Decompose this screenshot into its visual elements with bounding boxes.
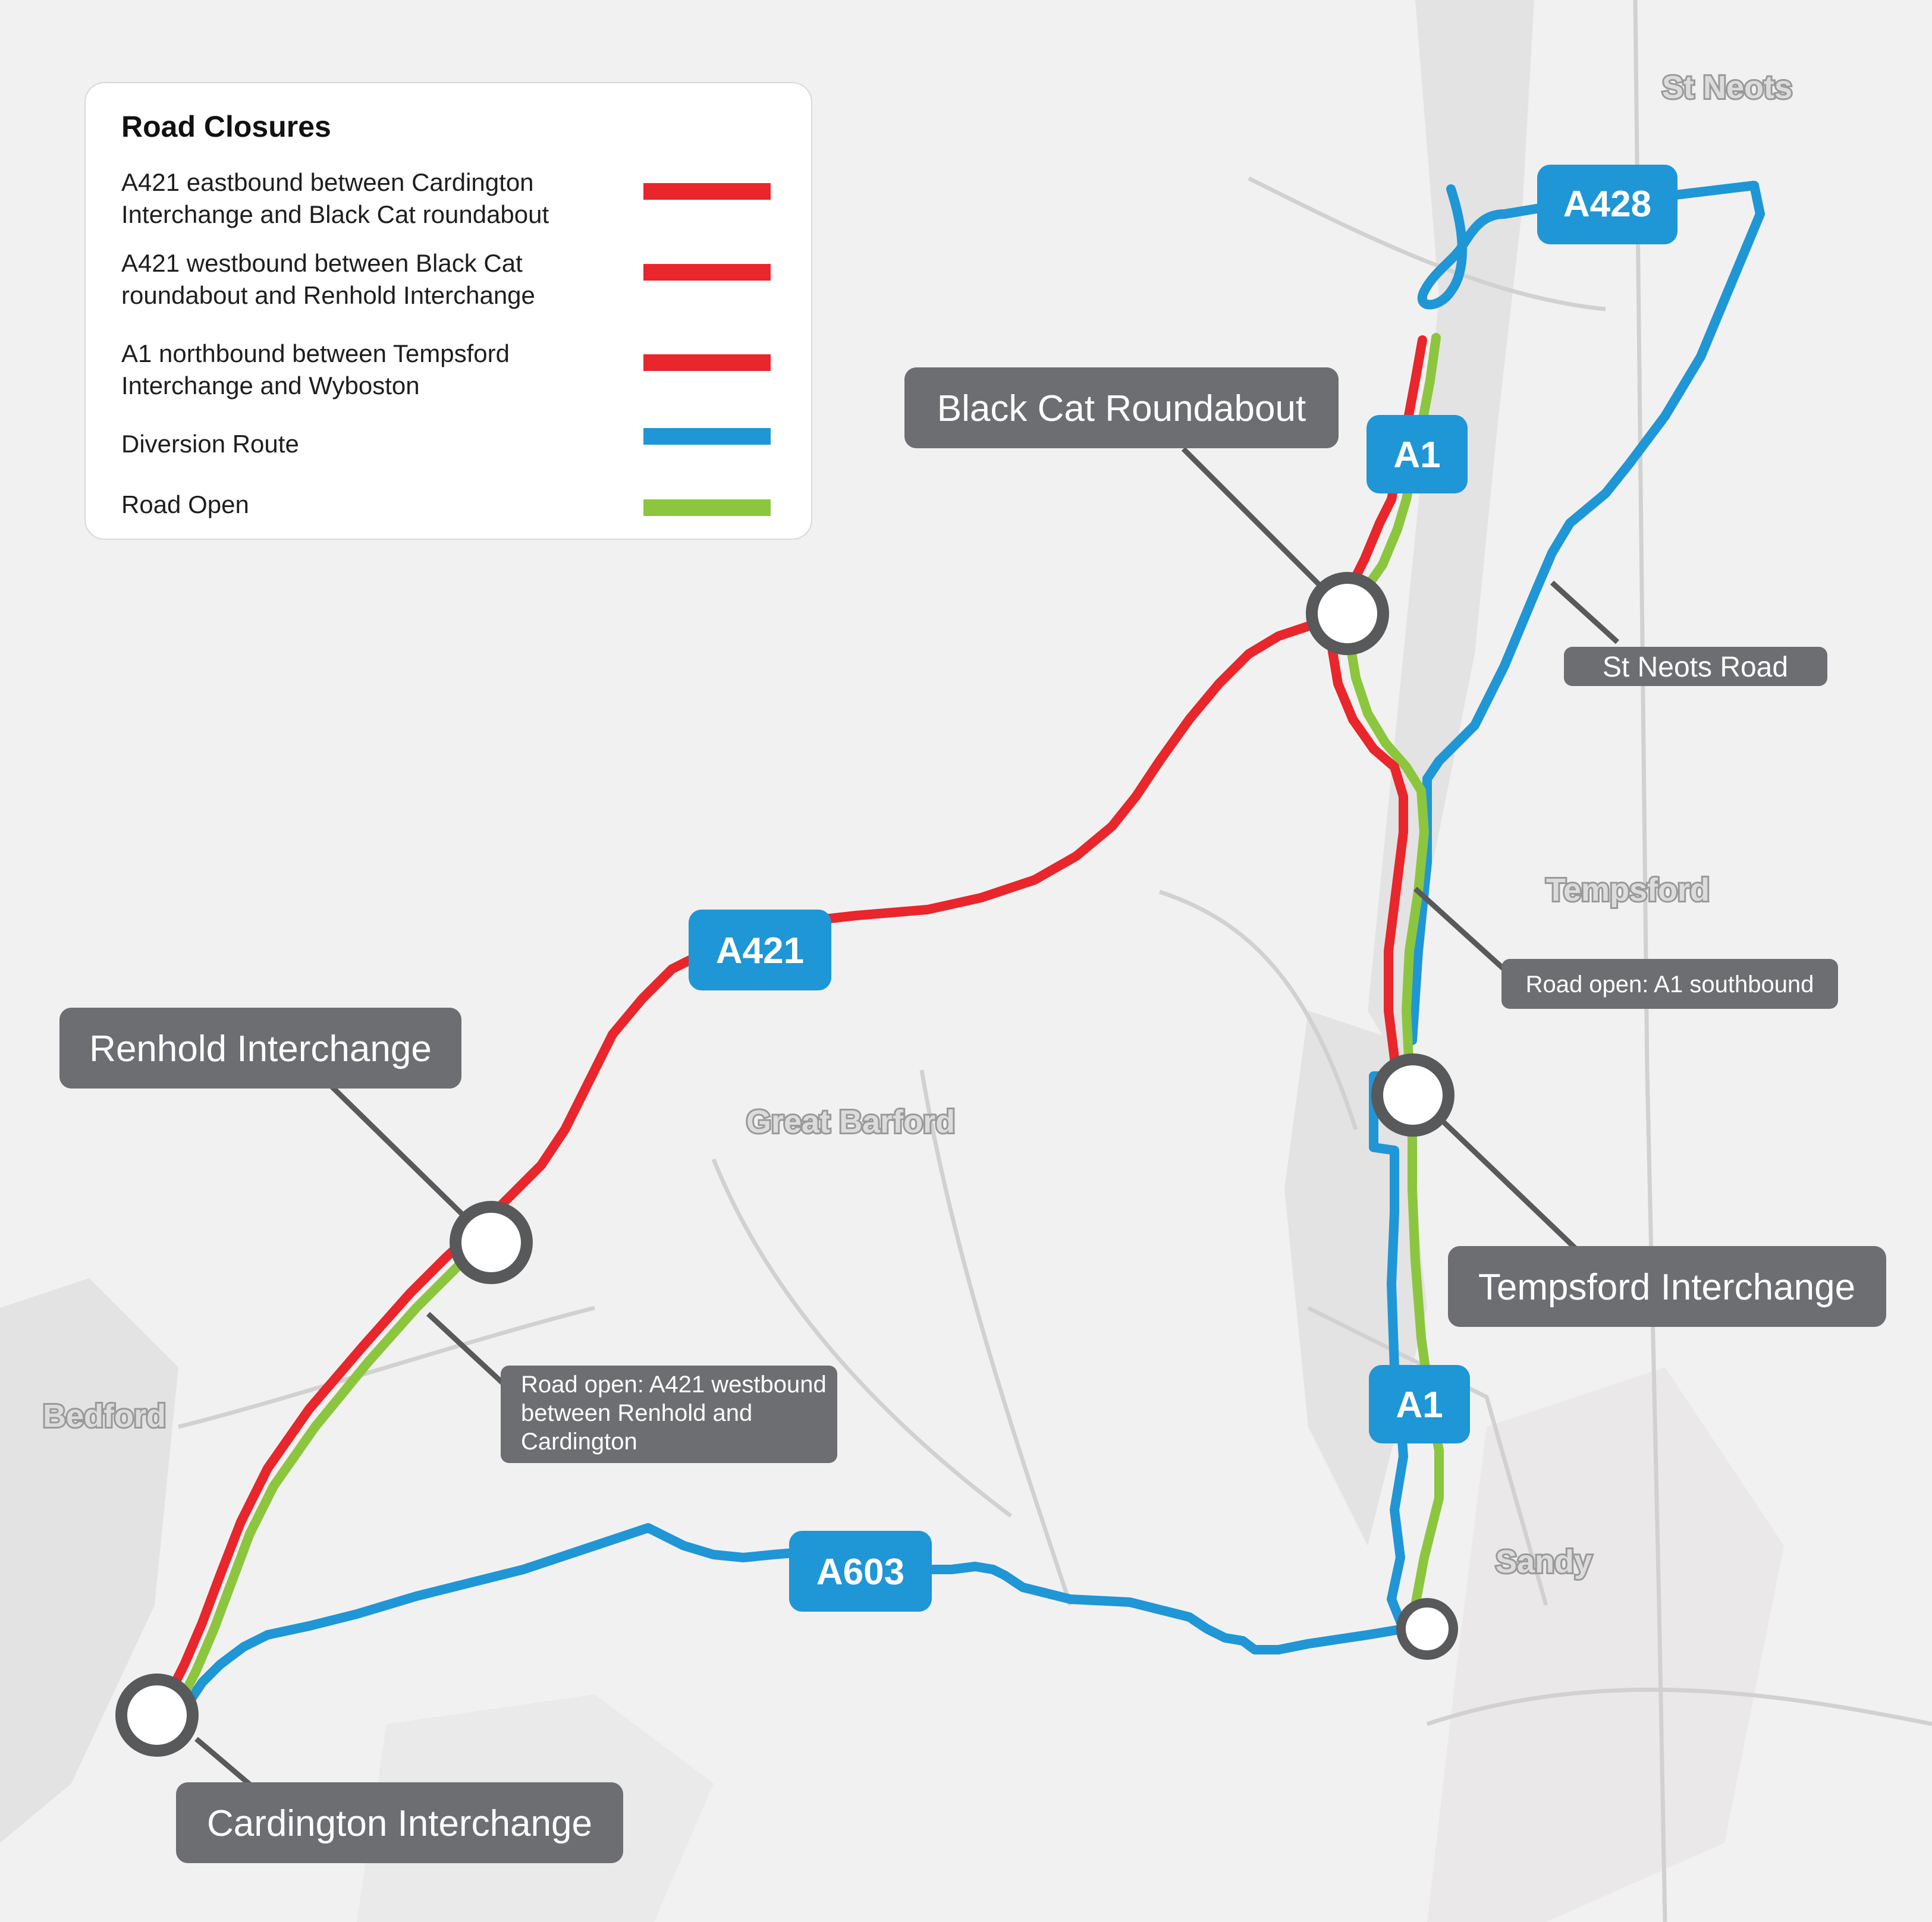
svg-text:A603: A603 bbox=[816, 1552, 904, 1593]
legend-item-a421-eastbound: A421 eastbound between Cardington Interc… bbox=[121, 166, 585, 231]
svg-text:Cardington Interchange: Cardington Interchange bbox=[207, 1803, 592, 1844]
legend-item-label: Diversion Route bbox=[121, 430, 299, 458]
shield-a1-north: A1 bbox=[1366, 415, 1468, 493]
svg-text:Cardington: Cardington bbox=[521, 1429, 637, 1455]
legend-item-a421-westbound: A421 westbound between Black Cat roundab… bbox=[121, 247, 585, 312]
legend-swatch-open bbox=[643, 499, 771, 516]
diversion-a428-loop bbox=[1417, 181, 1765, 784]
place-bedford: Bedford bbox=[43, 1398, 166, 1434]
node-tempsford bbox=[1371, 1053, 1455, 1137]
callout-black-cat: Black Cat Roundabout bbox=[904, 367, 1339, 448]
svg-text:A421: A421 bbox=[716, 930, 804, 971]
callout-tempsford-interchange: Tempsford Interchange bbox=[1448, 1246, 1886, 1327]
callout-labels: Black Cat Roundabout Renhold Interchange… bbox=[59, 367, 1886, 1863]
legend-item-label: A421 eastbound between Cardington bbox=[121, 168, 534, 196]
map-terrain bbox=[0, 0, 1534, 1843]
legend-swatch-closure bbox=[643, 183, 771, 200]
svg-text:A1: A1 bbox=[1396, 1385, 1443, 1426]
legend-item-open: Road Open bbox=[121, 489, 585, 521]
legend-item-diversion: Diversion Route bbox=[121, 428, 585, 460]
legend-swatch-closure bbox=[643, 354, 771, 371]
callout-a421-westbound: Road open: A421 westbound between Renhol… bbox=[501, 1366, 837, 1463]
legend-swatch-closure bbox=[643, 264, 771, 281]
node-sandy bbox=[1396, 1598, 1458, 1660]
legend-swatch-diversion bbox=[643, 428, 771, 445]
minor-roads bbox=[178, 0, 1932, 1922]
node-renhold bbox=[450, 1201, 533, 1284]
place-sandy: Sandy bbox=[1496, 1544, 1592, 1580]
legend-item-label: A1 northbound between Tempsford bbox=[121, 339, 510, 367]
callout-renhold: Renhold Interchange bbox=[59, 1008, 461, 1089]
junction-nodes bbox=[115, 572, 1458, 1757]
svg-text:between Renhold and: between Renhold and bbox=[521, 1400, 752, 1426]
place-great-barford: Great Barford bbox=[746, 1104, 955, 1140]
svg-text:Tempsford Interchange: Tempsford Interchange bbox=[1478, 1267, 1855, 1308]
place-st-neots: St Neots bbox=[1662, 70, 1792, 105]
node-black-cat bbox=[1306, 572, 1389, 655]
road-shields: A428 A1 A421 A1 A603 bbox=[689, 165, 1677, 1612]
legend-item-label: A421 westbound between Black Cat bbox=[121, 249, 523, 277]
legend-item-label: Interchange and Black Cat roundabout bbox=[121, 200, 549, 228]
svg-text:St Neots Road: St Neots Road bbox=[1603, 652, 1788, 683]
legend-item-label: Road Open bbox=[121, 490, 249, 518]
node-cardington bbox=[115, 1674, 199, 1757]
svg-text:Renhold Interchange: Renhold Interchange bbox=[89, 1028, 432, 1069]
callout-a1-southbound: Road open: A1 southbound bbox=[1501, 959, 1838, 1009]
svg-text:Road open: A421 westbound: Road open: A421 westbound bbox=[521, 1371, 827, 1398]
shield-a421: A421 bbox=[689, 910, 831, 990]
legend-title: Road Closures bbox=[121, 110, 331, 143]
svg-text:Road open: A1 southbound: Road open: A1 southbound bbox=[1526, 971, 1814, 998]
shield-a603: A603 bbox=[789, 1531, 932, 1612]
shield-a428: A428 bbox=[1537, 165, 1677, 244]
place-labels: St Neots Tempsford Great Barford Bedford… bbox=[41, 68, 1794, 1581]
legend-item-label: roundabout and Renhold Interchange bbox=[121, 281, 535, 309]
place-tempsford: Tempsford bbox=[1546, 872, 1710, 908]
legend-item-a1-northbound: A1 northbound between Tempsford Intercha… bbox=[121, 338, 585, 402]
legend-item-label: Interchange and Wyboston bbox=[121, 372, 420, 400]
callout-leaders bbox=[194, 446, 1620, 1792]
callout-st-neots-road: St Neots Road bbox=[1564, 647, 1827, 686]
callout-cardington: Cardington Interchange bbox=[176, 1782, 623, 1863]
svg-text:A428: A428 bbox=[1563, 184, 1651, 225]
svg-text:A1: A1 bbox=[1393, 435, 1440, 476]
svg-text:Black Cat Roundabout: Black Cat Roundabout bbox=[937, 388, 1306, 429]
closed-a421-both bbox=[159, 608, 1352, 1711]
legend: Road Closures A421 eastbound between Car… bbox=[84, 82, 812, 540]
open-a421-westbound bbox=[174, 1226, 498, 1711]
shield-a1-south: A1 bbox=[1369, 1365, 1470, 1443]
